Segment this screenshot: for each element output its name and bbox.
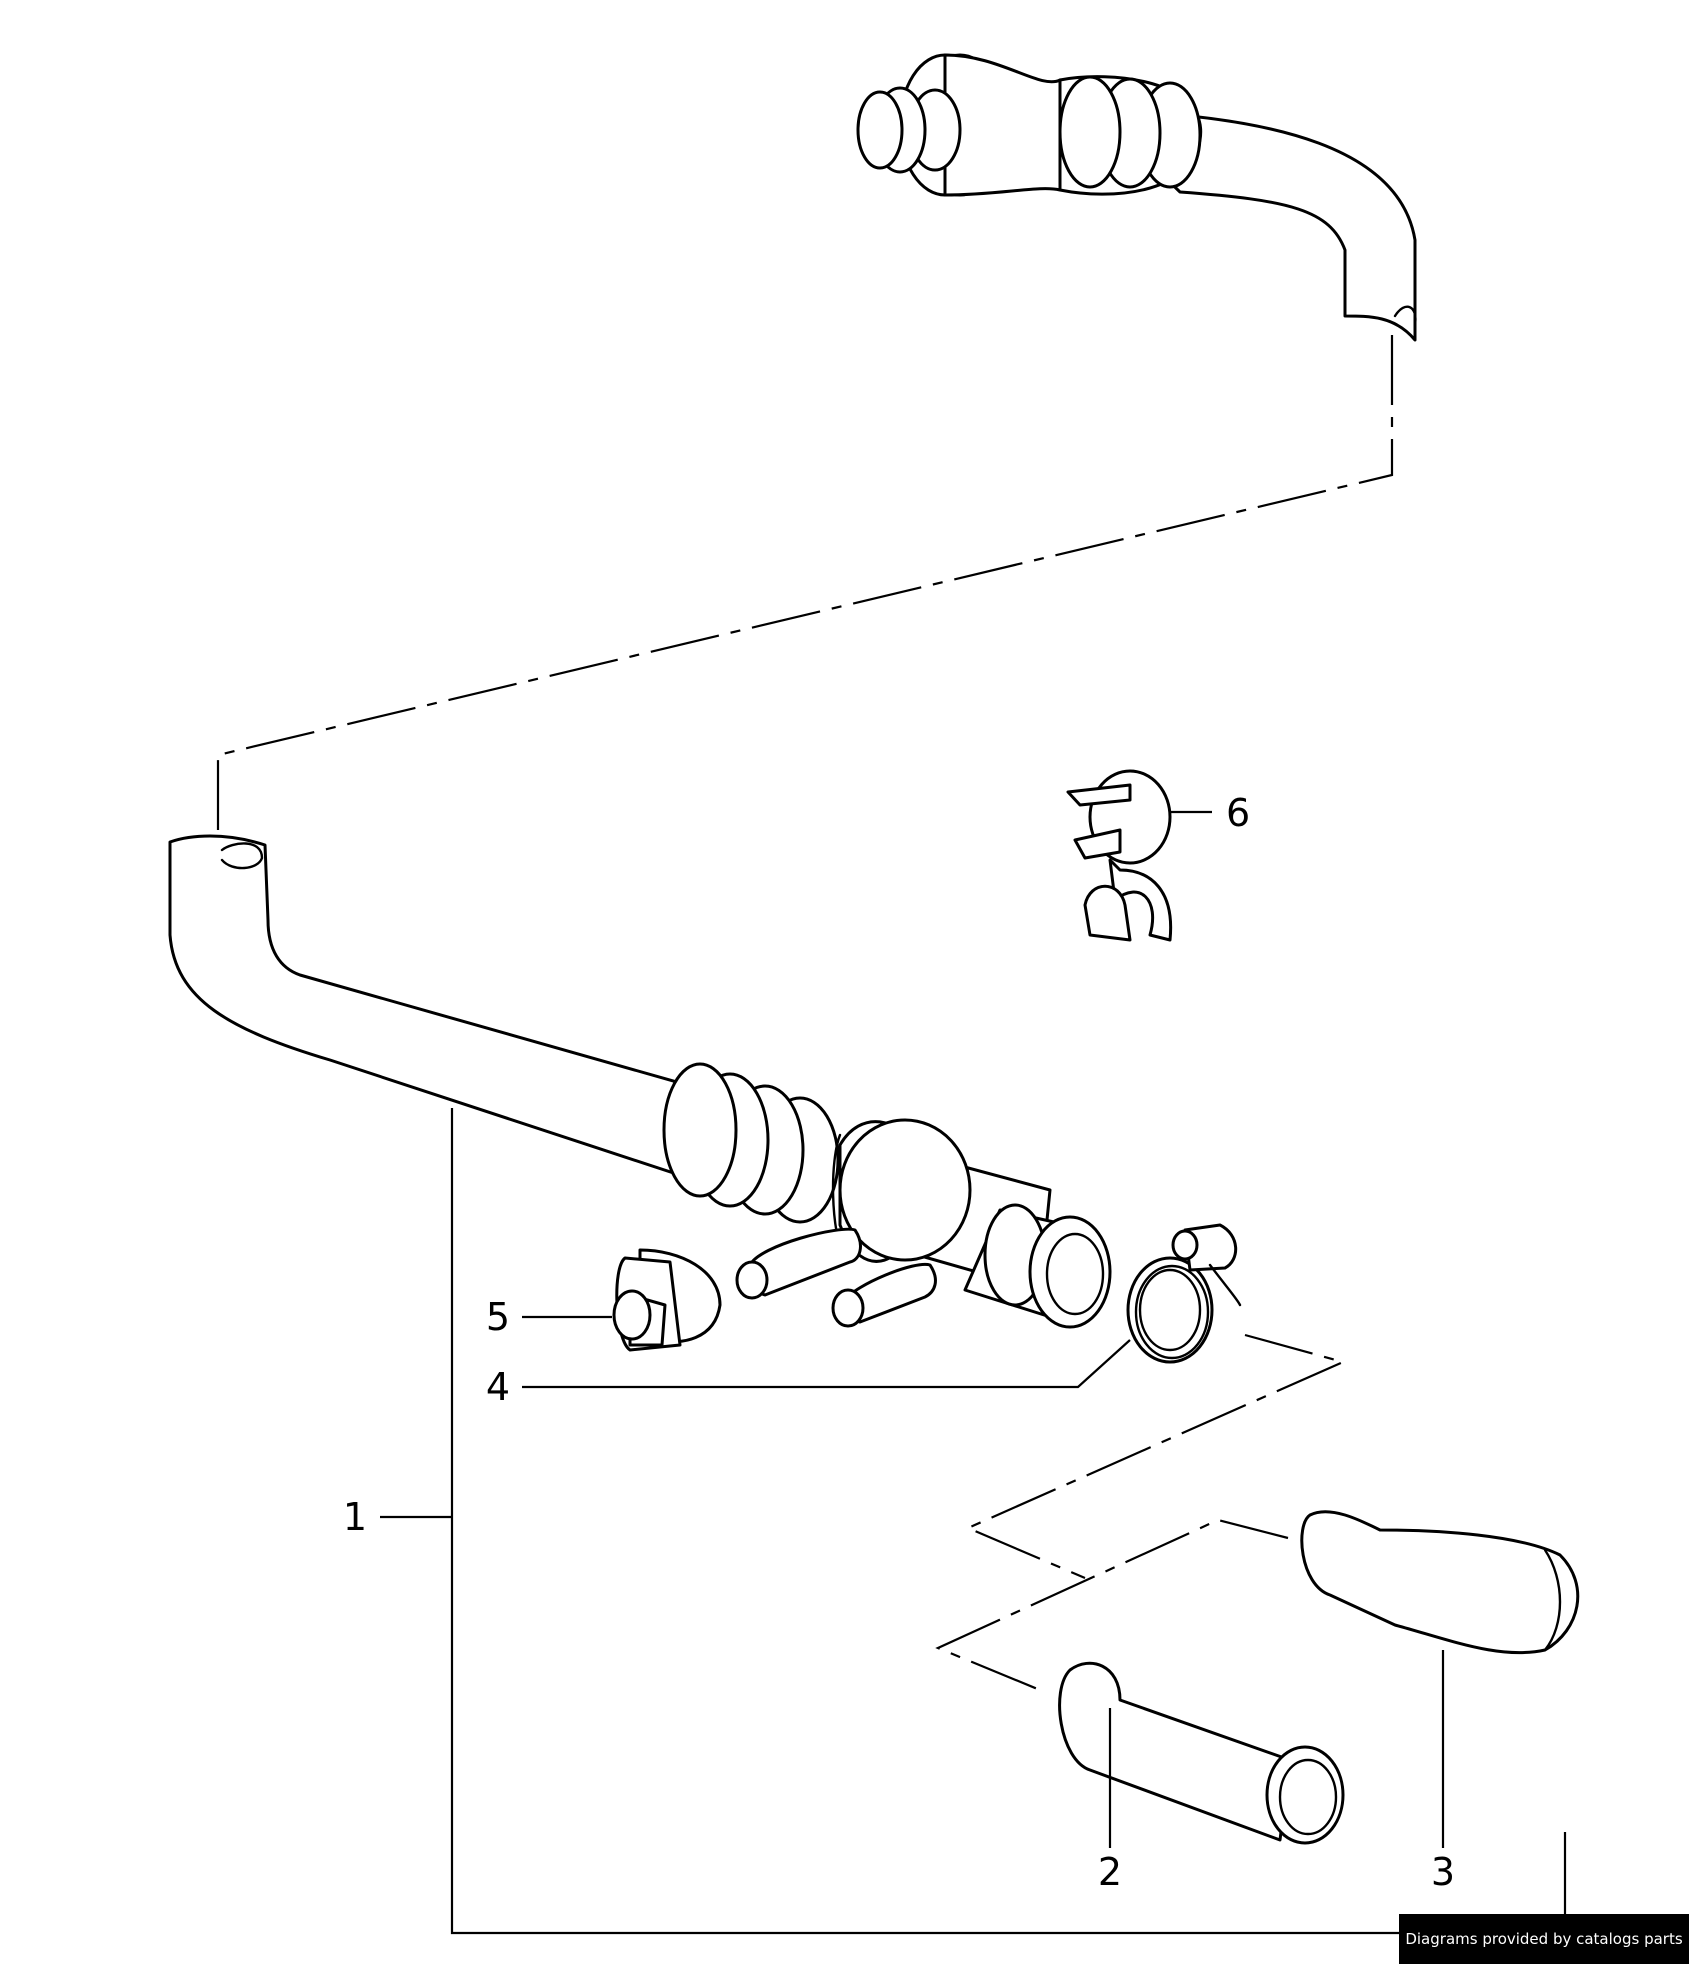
lower-breather-hose xyxy=(168,834,1112,1329)
callout-5: 5 xyxy=(486,1295,510,1339)
callout-1: 1 xyxy=(343,1495,367,1539)
straight-hose-part-2 xyxy=(1058,1661,1345,1845)
centerline-upper-to-lower xyxy=(216,335,1394,830)
upper-breather-hose xyxy=(856,53,1417,342)
callout-2: 2 xyxy=(1098,1850,1122,1894)
hose-clip-part-6 xyxy=(1066,769,1173,942)
callout-3: 3 xyxy=(1431,1850,1455,1894)
hose-clamp-part-4 xyxy=(1126,1223,1242,1364)
centerline-clamp-to-hoses xyxy=(965,1333,1347,1580)
diagram-credit: Diagrams provided by catalogs parts xyxy=(1399,1914,1689,1964)
callout-6: 6 xyxy=(1226,791,1250,835)
callout-4: 4 xyxy=(486,1365,510,1409)
curved-hose-part-3 xyxy=(1300,1510,1580,1655)
leader-lines xyxy=(380,810,1567,1935)
cap-part-5 xyxy=(612,1248,722,1352)
centerline-hoses xyxy=(935,1518,1289,1692)
